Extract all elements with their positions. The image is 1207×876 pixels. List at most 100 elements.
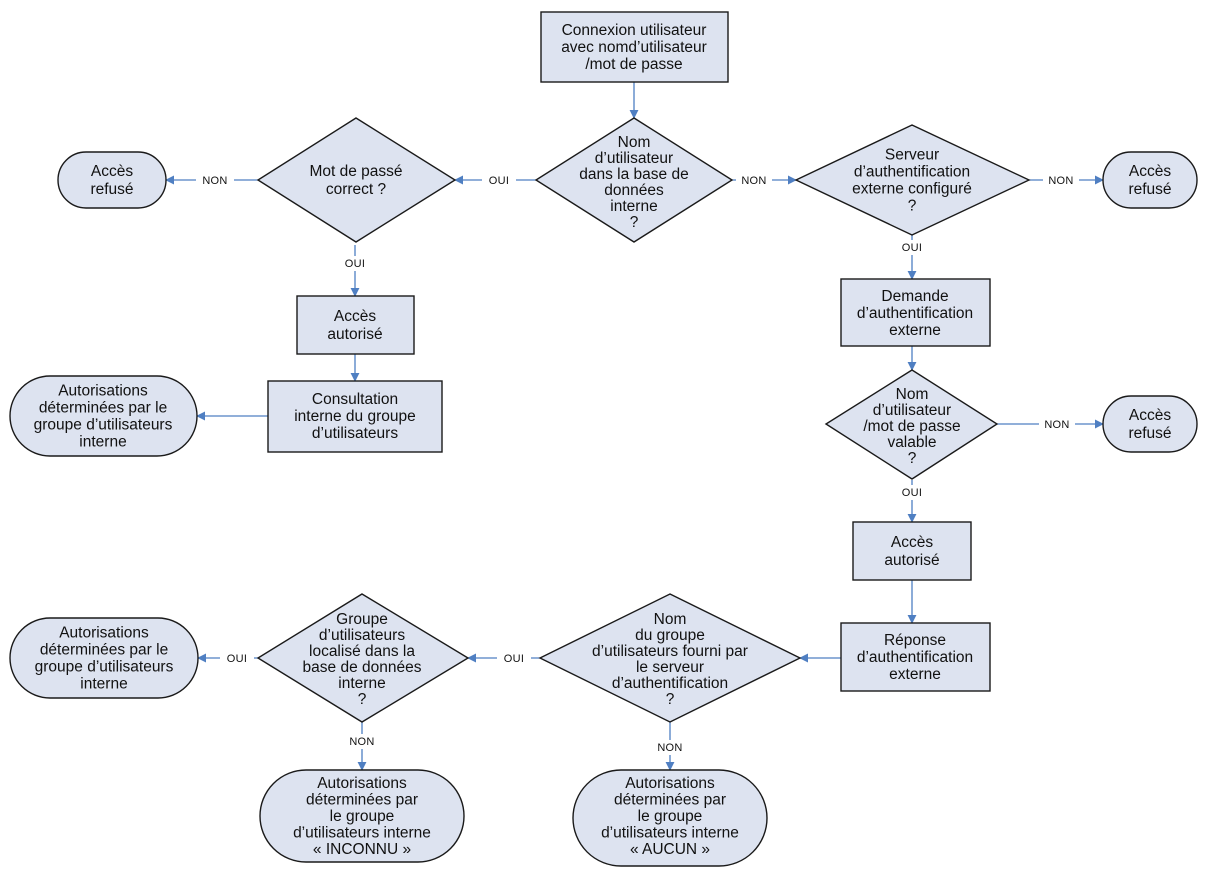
label-ext-server-yes: OUI	[902, 242, 922, 254]
text-line: Réponse	[884, 632, 946, 649]
label-credentials-no: NON	[1044, 419, 1069, 431]
terminal-perm-inconnu	[259, 769, 465, 863]
text-line: le serveur	[636, 659, 704, 676]
process-ext-response	[840, 622, 991, 692]
text-line: ?	[630, 214, 639, 231]
text-line: autorisé	[884, 552, 939, 569]
label-password-yes: OUI	[345, 258, 365, 270]
text-line: dans la base de	[579, 166, 688, 183]
decision-ext-server	[794, 124, 1031, 236]
text-line: « AUCUN »	[630, 841, 710, 858]
text-line: autorisé	[327, 326, 382, 343]
text-line: d’utilisateurs interne	[293, 825, 431, 842]
text-line: Autorisations	[59, 625, 149, 642]
process-lookup-internal-group	[267, 380, 443, 453]
text-line: Accès	[1129, 163, 1171, 180]
text-line: d’utilisateur	[595, 150, 673, 167]
decision-group-provided	[538, 593, 802, 723]
text-line: groupe d’utilisateurs	[34, 417, 173, 434]
text-line: d’utilisateurs	[312, 425, 398, 442]
text-line: Autorisations	[317, 775, 407, 792]
text-line: externe configuré	[852, 181, 972, 198]
text-line: déterminées par	[306, 792, 418, 809]
terminal-denied-right-top	[1102, 151, 1198, 209]
text-line: externe	[889, 666, 941, 683]
text-line: Accès	[334, 308, 376, 325]
text-line: valable	[887, 434, 936, 451]
text-line: base de données	[303, 659, 422, 676]
text-line: Nom	[654, 611, 687, 628]
label-group-provided-no: NON	[657, 742, 682, 754]
decision-valid-credentials	[824, 369, 999, 480]
text-line: Accès	[91, 163, 133, 180]
text-line: d’authentification	[854, 164, 970, 181]
text-line: d’authentification	[612, 675, 728, 692]
label-password-no: NON	[202, 175, 227, 187]
text-line: Consultation	[312, 391, 398, 408]
terminal-perm-aucun	[572, 769, 768, 867]
text-line: le groupe	[330, 808, 395, 825]
label-user-internal-no: NON	[741, 175, 766, 187]
text-line: Accès	[1129, 407, 1171, 424]
label-group-provided-yes: OUI	[504, 653, 524, 665]
text-line: interne	[80, 676, 127, 693]
decision-user-internal	[534, 117, 734, 243]
text-line: déterminées par	[614, 792, 726, 809]
text-line: groupe d’utilisateurs	[35, 659, 174, 676]
text-line: déterminées par le	[40, 642, 168, 659]
text-line: interne	[338, 675, 385, 692]
text-line: du groupe	[635, 627, 705, 644]
terminal-perm-internal-bottom	[9, 617, 199, 699]
text-line: d’utilisateurs	[319, 627, 405, 644]
text-line: « INCONNU »	[313, 841, 411, 858]
text-line: interne du groupe	[294, 408, 416, 425]
text-line: d’authentification	[857, 649, 973, 666]
edge-labels: OUI NON NON OUI NON OUI NON OUI OUI NON …	[196, 172, 1079, 755]
text-line: Mot de passé	[309, 163, 402, 180]
text-line: ?	[666, 691, 675, 708]
process-ext-request	[840, 278, 991, 347]
terminal-denied-right-mid	[1102, 395, 1198, 453]
text-line: Nom	[618, 134, 651, 151]
text-line: d’authentification	[857, 305, 973, 322]
text-line: refusé	[90, 181, 133, 198]
label-group-local-no: NON	[349, 736, 374, 748]
text-line: Nom	[896, 386, 929, 403]
text-line: refusé	[1128, 425, 1171, 442]
text-line: Connexion utilisateur	[562, 22, 707, 39]
text-line: ?	[358, 691, 367, 708]
text-line: /mot de passe	[585, 56, 682, 73]
label-group-local-yes: OUI	[227, 653, 247, 665]
text-line: Serveur	[885, 147, 939, 164]
text-line: Demande	[881, 288, 948, 305]
text-line: Autorisations	[58, 383, 148, 400]
text-line: d’utilisateurs interne	[601, 825, 739, 842]
label-ext-server-no: NON	[1048, 175, 1073, 187]
text-line: données	[604, 182, 664, 199]
text-line: d’utilisateurs fourni par	[592, 643, 748, 660]
text-line: interne	[610, 198, 657, 215]
text-line: externe	[889, 322, 941, 339]
text-line: refusé	[1128, 181, 1171, 198]
text-line: correct ?	[326, 181, 387, 198]
text-line: ?	[908, 450, 917, 467]
label-credentials-yes: OUI	[902, 487, 922, 499]
